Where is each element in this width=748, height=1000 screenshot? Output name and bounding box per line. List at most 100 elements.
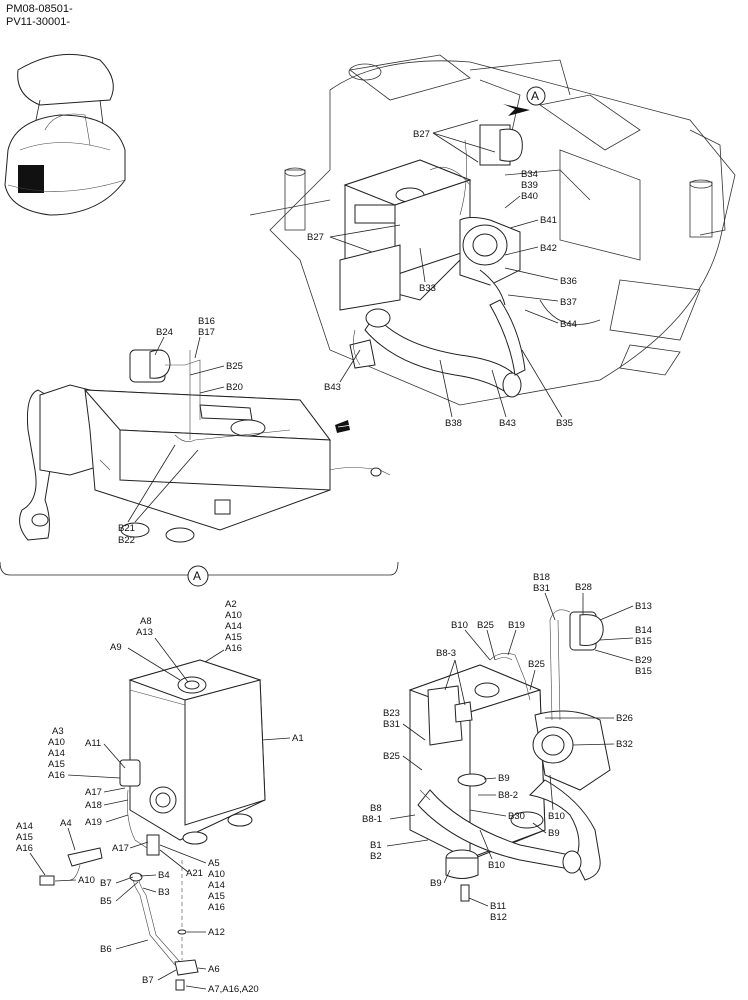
label-a15-d: A15 [208, 891, 225, 902]
tank-a-callouts: A2 A10 A14 A15 A16 A8 A13 A9 A1 A11 A3 A… [16, 599, 304, 995]
label-b7-a: B7 [100, 878, 112, 889]
label-a21: A21 [186, 868, 203, 879]
label-b3: B3 [158, 887, 170, 898]
left-callouts: B16 B17 B24 B25 B20 B21 B22 [118, 316, 243, 546]
label-b8-3: B8-3 [436, 648, 456, 659]
label-a15-a: A15 [225, 632, 242, 643]
label-b21: B21 [118, 523, 135, 534]
label-b31-b: B31 [383, 719, 400, 730]
label-b27-a: B27 [413, 129, 430, 140]
label-b8: B8 [370, 803, 382, 814]
label-b15-b: B15 [635, 666, 652, 677]
label-b2: B2 [370, 851, 382, 862]
label-a14-a: A14 [225, 621, 242, 632]
label-b24: B24 [156, 327, 173, 338]
label-a12: A12 [208, 927, 225, 938]
serial-range-1: PM08-08501- [6, 3, 73, 15]
label-a1: A1 [292, 733, 304, 744]
view-marker-bottom [187, 565, 209, 587]
excavator-thumbnail [4, 53, 126, 216]
label-b5: B5 [100, 896, 112, 907]
label-a16-d: A16 [208, 902, 225, 913]
label-b27-b: B27 [307, 232, 324, 243]
label-a16-c: A16 [16, 843, 33, 854]
label-b12: B12 [490, 912, 507, 923]
label-b43-b: B43 [499, 418, 516, 429]
label-b17: B17 [198, 327, 215, 338]
label-b10-c: B10 [488, 860, 505, 871]
label-a15-b: A15 [48, 759, 65, 770]
label-a9: A9 [110, 642, 122, 653]
label-b35: B35 [556, 418, 573, 429]
label-b25-a: B25 [477, 620, 494, 631]
label-a19: A19 [85, 817, 102, 828]
label-b36: B36 [560, 276, 577, 287]
label-b26: B26 [616, 713, 633, 724]
label-b29: B29 [635, 655, 652, 666]
label-b9-b: B9 [548, 828, 560, 839]
label-b33: B33 [419, 283, 436, 294]
view-marker-top-label: A [531, 89, 539, 103]
label-b25-b: B25 [528, 659, 545, 670]
label-a10-a: A10 [225, 610, 242, 621]
label-a7-a16-a20: A7,A16,A20 [208, 984, 259, 995]
label-b34: B34 [521, 169, 538, 180]
label-b10-a: B10 [451, 620, 468, 631]
label-a11: A11 [85, 738, 101, 749]
label-b32: B32 [616, 739, 633, 750]
label-b10-b: B10 [548, 811, 565, 822]
serial-range-2: PV11-30001- [6, 16, 70, 28]
label-a16-a: A16 [225, 643, 242, 654]
label-b22: B22 [118, 535, 135, 546]
label-a5: A5 [208, 858, 220, 869]
arrow-icon [503, 104, 530, 116]
label-b40: B40 [521, 191, 538, 202]
left-fuel-tank-view [19, 349, 391, 543]
fuel-tank-a [39, 659, 266, 991]
label-b38: B38 [445, 418, 462, 429]
label-a3: A3 [52, 726, 64, 737]
label-b28: B28 [575, 582, 592, 593]
label-b11: B11 [490, 901, 506, 912]
label-a17-a: A17 [85, 787, 102, 798]
label-a10-d: A10 [208, 869, 225, 880]
label-b20: B20 [226, 382, 243, 393]
label-b43-a: B43 [324, 382, 341, 393]
label-b19: B19 [508, 620, 525, 631]
label-a14-b: A14 [48, 748, 65, 759]
label-b8-1: B8-1 [362, 814, 382, 825]
view-marker-bottom-label: A [193, 569, 201, 583]
label-b15-a: B15 [635, 636, 652, 647]
label-a8: A8 [140, 616, 152, 627]
label-b9-c: B9 [430, 878, 442, 889]
label-a10-b: A10 [48, 737, 65, 748]
label-a10-c: A10 [78, 875, 95, 886]
view-marker-top [526, 86, 546, 106]
label-b8-2: B8-2 [498, 790, 518, 801]
top-fuel-tank-assembly [339, 124, 526, 398]
top-callouts: B27 B34 B39 B40 B41 B27 B42 B33 B36 B37 … [307, 119, 577, 429]
fuel-tank-b [408, 609, 611, 902]
label-a6: A6 [208, 964, 220, 975]
label-b31-a: B31 [533, 583, 550, 594]
label-b14: B14 [635, 625, 652, 636]
label-a15-c: A15 [16, 832, 33, 843]
label-b44: B44 [560, 319, 577, 330]
label-b9-a: B9 [498, 773, 510, 784]
label-a14-d: A14 [208, 880, 225, 891]
upper-frame [249, 54, 736, 406]
label-b13: B13 [635, 601, 652, 612]
label-b25: B25 [226, 361, 243, 372]
label-a13: A13 [136, 627, 153, 638]
label-b39: B39 [521, 180, 538, 191]
label-a4: A4 [60, 818, 72, 829]
label-b7-b: B7 [142, 975, 154, 986]
tank-b-callouts: B18 B31 B28 B13 B14 B15 B29 B15 B10 B25 … [362, 572, 652, 923]
label-a2: A2 [225, 599, 237, 610]
label-b42: B42 [540, 243, 557, 254]
label-b25-c: B25 [383, 751, 400, 762]
label-a17-b: A17 [112, 843, 129, 854]
label-b4: B4 [158, 870, 170, 881]
label-b18: B18 [533, 572, 550, 583]
